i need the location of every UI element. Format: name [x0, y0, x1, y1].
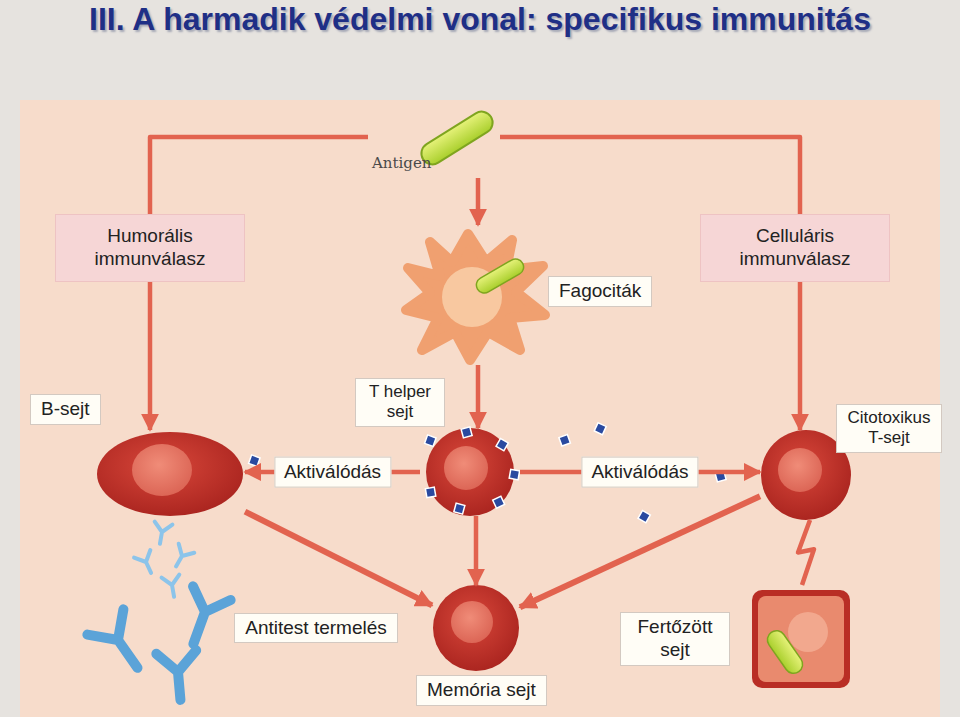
cell-node: Fertőzött sejt — [748, 585, 853, 690]
cell-node: Memória sejt — [432, 585, 520, 670]
node-label: Citotoxikus T-sejt — [836, 404, 942, 453]
node-label: Antigen — [370, 154, 433, 172]
cell-node: Citotoxikus T-sejt — [760, 430, 852, 520]
node-label: Fertőzött sejt — [620, 612, 730, 666]
antibodies — [87, 522, 230, 702]
phagocyte-node: Fagociták — [400, 225, 690, 365]
lightning-connector — [798, 520, 814, 585]
arrow-connector — [500, 137, 800, 214]
label-box: Antitest termelés — [234, 613, 398, 644]
response-box: Celluláris immunválasz — [700, 214, 890, 282]
response-box: Humorális immunválasz — [55, 214, 245, 282]
node-label: Fagociták — [548, 276, 652, 307]
cell-node: T helper sejt — [420, 428, 520, 516]
arrow-connector — [476, 365, 481, 428]
arrow-connector — [520, 496, 760, 607]
node-label: Memória sejt — [416, 675, 547, 706]
b-cell — [97, 432, 243, 516]
edge-label: Aktiválódás — [274, 457, 391, 488]
arrow-connector — [476, 178, 481, 225]
arrow-connector — [798, 282, 803, 430]
box-text: Antitest termelés — [245, 617, 387, 640]
infected-cell — [752, 590, 850, 688]
arrow-connector — [245, 512, 432, 606]
box-text: Celluláris immunválasz — [709, 225, 881, 271]
phagocyte-cell — [406, 234, 545, 360]
background-panel — [20, 100, 940, 717]
arrow-connector — [150, 137, 368, 214]
arrow-connector — [148, 282, 153, 430]
node-label: B-sejt — [30, 394, 101, 425]
arrow-connector — [474, 516, 479, 585]
cell-node: B-sejt — [95, 430, 245, 518]
memory-cell — [433, 585, 519, 671]
edge-label: Aktiválódás — [581, 457, 698, 488]
title: III. A harmadik védelmi vonal: specifiku… — [60, 2, 900, 38]
cytokines — [249, 423, 727, 523]
box-text: Humorális immunválasz — [64, 225, 236, 271]
node-label: T helper sejt — [355, 378, 445, 427]
t-helper-cell — [426, 428, 514, 516]
antigen-node: Antigen — [368, 112, 500, 178]
